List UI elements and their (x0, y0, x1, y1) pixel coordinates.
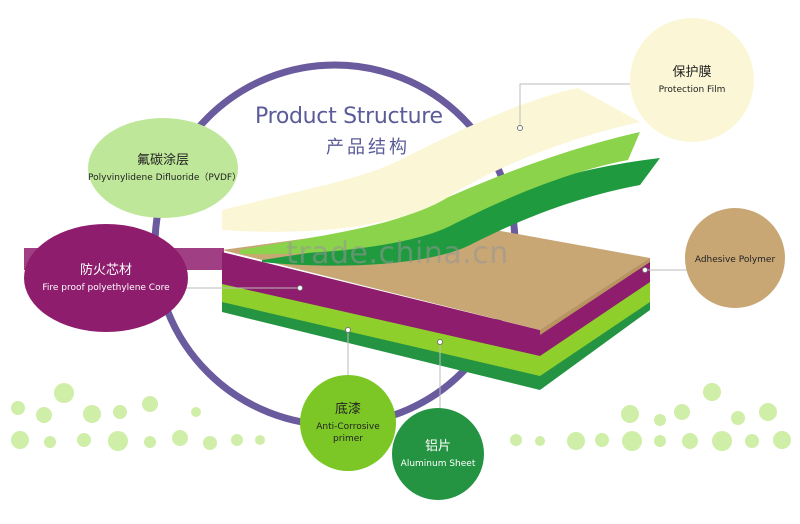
watermark-text: trade.china.cn (286, 236, 509, 271)
label-core: 防火芯材 Fire proof polyethylene Core (24, 224, 188, 332)
label-primer: 底漆 Anti-Corrosive primer (300, 375, 396, 471)
layer-protection-film (222, 88, 640, 232)
primer-cn: 底漆 (334, 401, 361, 417)
leader-dots (297, 125, 648, 345)
pvdf-en: Polyvinylidene Difluoride（PVDF） (88, 172, 242, 183)
aluminum-cn: 铝片 (424, 438, 451, 454)
core-cn: 防火芯材 (79, 262, 132, 278)
layer-pvdf (240, 132, 640, 255)
decor-dots-right (510, 383, 791, 451)
aluminum-en: Aluminum Sheet (400, 458, 476, 469)
decor-dots-left (11, 383, 265, 451)
layer-adhesive-edge (540, 258, 650, 335)
primer-en: Anti-Corrosive primer (316, 421, 380, 444)
core-en: Fire proof polyethylene Core (42, 282, 170, 293)
label-protection-film: 保护膜 Protection Film (630, 18, 754, 142)
protection-film-cn: 保护膜 (672, 64, 712, 80)
label-adhesive: Adhesive Polymer (685, 208, 785, 308)
adhesive-en: Adhesive Polymer (694, 254, 776, 265)
protection-film-en: Protection Film (658, 84, 726, 95)
pvdf-cn: 氟碳涂层 (136, 152, 189, 168)
title-english: Product Structure (255, 104, 443, 129)
label-pvdf: 氟碳涂层 Polyvinylidene Difluoride（PVDF） (88, 118, 242, 218)
title-chinese: 产品结构 (326, 137, 410, 158)
label-aluminum: 铝片 Aluminum Sheet (392, 408, 484, 500)
panel-layers (222, 88, 660, 390)
